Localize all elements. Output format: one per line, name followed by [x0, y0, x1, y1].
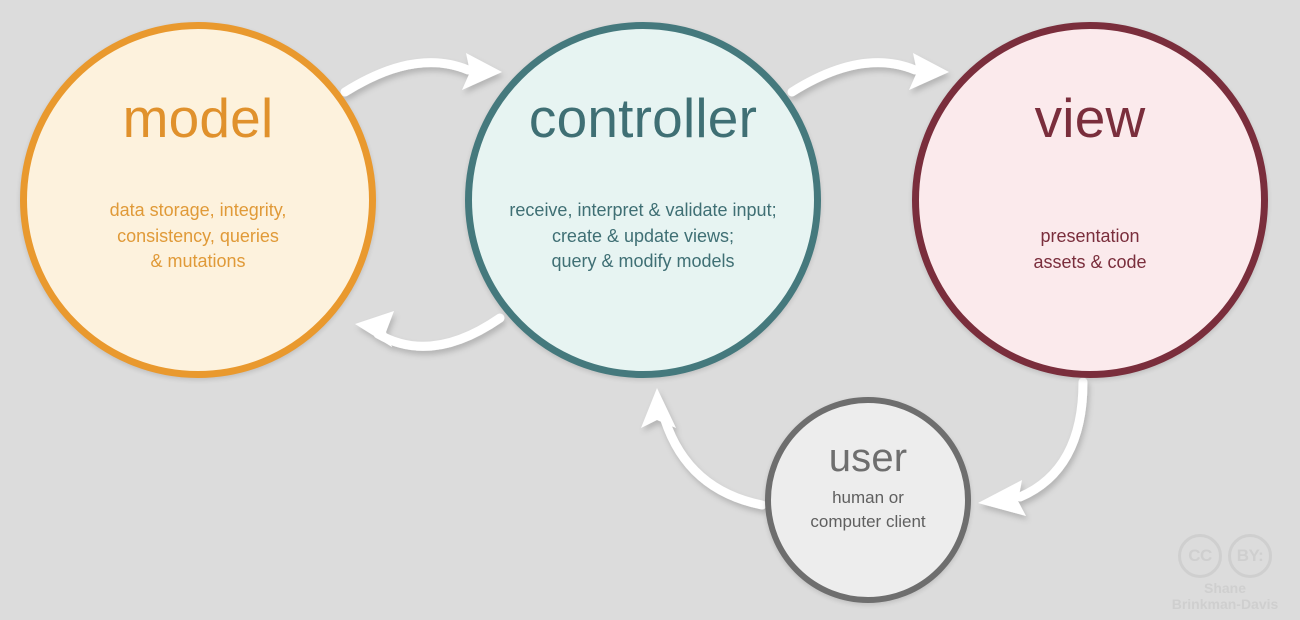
- node-controller-description: receive, interpret & validate input; cre…: [509, 200, 777, 272]
- cc-icon: CC: [1178, 533, 1222, 578]
- creative-commons-badges: CC BY:: [1160, 533, 1290, 578]
- node-controller[interactable]: controller receive, interpret & validate…: [465, 22, 821, 378]
- arrow-controller-to-view: [787, 53, 949, 97]
- node-controller-title: controller: [528, 87, 758, 149]
- node-user-title: user: [828, 436, 908, 480]
- arrow-user-to-controller: [641, 388, 767, 510]
- arrow-model-to-controller: [340, 53, 502, 97]
- arrow-view-to-user: [978, 377, 1088, 516]
- node-model[interactable]: model data storage, integrity, consisten…: [20, 22, 376, 378]
- node-view-description: presentation assets & code: [1033, 226, 1147, 272]
- cc-by-icon: BY:: [1228, 533, 1272, 578]
- arrow-controller-to-model: [355, 311, 505, 351]
- attribution-author: Shane Brinkman-Davis: [1171, 579, 1279, 612]
- attribution-block: CC BY: Shane Brinkman-Davis: [1160, 533, 1290, 612]
- node-view-title: view: [1034, 87, 1146, 149]
- node-view[interactable]: view presentation assets & code: [912, 22, 1268, 378]
- node-user[interactable]: user human or computer client: [765, 397, 971, 603]
- node-model-title: model: [122, 87, 274, 149]
- node-model-description: data storage, integrity, consistency, qu…: [109, 200, 287, 272]
- node-user-description: human or computer client: [810, 488, 926, 532]
